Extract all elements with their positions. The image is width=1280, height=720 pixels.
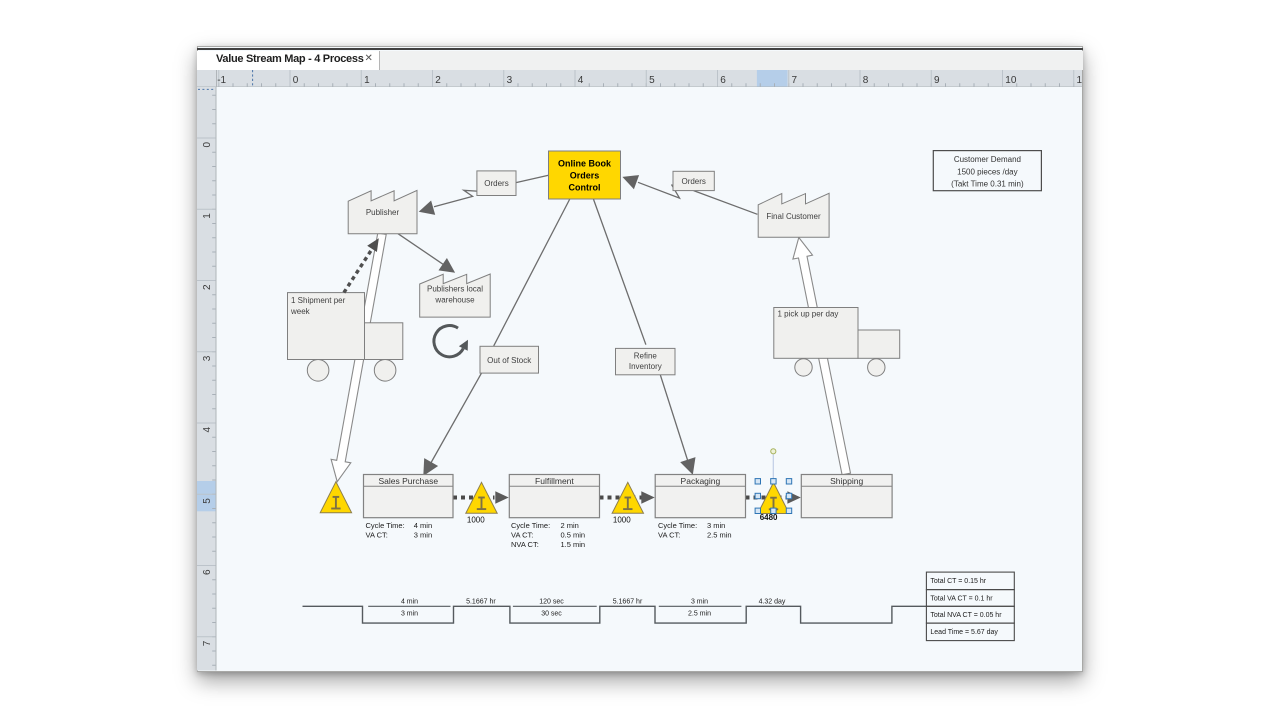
- svg-text:0: 0: [202, 142, 213, 148]
- svg-text:Orders: Orders: [681, 177, 705, 186]
- svg-text:4: 4: [578, 75, 584, 86]
- svg-text:Sales Purchase: Sales Purchase: [378, 476, 438, 486]
- svg-text:10: 10: [1005, 75, 1017, 86]
- svg-text:3: 3: [507, 75, 513, 86]
- svg-text:Total VA CT = 0.1 hr: Total VA CT = 0.1 hr: [930, 595, 993, 602]
- svg-text:4 min: 4 min: [413, 521, 431, 530]
- svg-text:4.32 day: 4.32 day: [758, 599, 785, 606]
- svg-text:5.1667 hr: 5.1667 hr: [466, 599, 496, 606]
- svg-text:Online Book: Online Book: [557, 159, 611, 169]
- svg-text:Cycle Time:: Cycle Time:: [365, 521, 404, 530]
- svg-text:0: 0: [293, 75, 299, 86]
- svg-text:2.5 min: 2.5 min: [707, 531, 732, 540]
- svg-text:Orders: Orders: [569, 171, 599, 181]
- svg-text:Customer Demand: Customer Demand: [953, 155, 1020, 164]
- svg-text:1 pick up per day: 1 pick up per day: [777, 310, 838, 319]
- svg-text:Shipping: Shipping: [830, 476, 863, 486]
- svg-text:1: 1: [364, 75, 370, 86]
- svg-text:Control: Control: [568, 183, 600, 193]
- svg-text:1000: 1000: [466, 516, 484, 525]
- svg-text:Total CT = 0.15 hr: Total CT = 0.15 hr: [930, 578, 986, 585]
- svg-text:30 sec: 30 sec: [541, 610, 562, 617]
- svg-text:VA CT:: VA CT:: [365, 531, 387, 540]
- svg-text:Packaging: Packaging: [680, 476, 720, 486]
- svg-text:Refine: Refine: [633, 352, 657, 361]
- svg-text:1.5 min: 1.5 min: [560, 540, 585, 549]
- svg-text:6: 6: [202, 569, 213, 575]
- svg-text:1000: 1000: [612, 516, 630, 525]
- svg-text:4: 4: [202, 427, 213, 433]
- svg-text:Publishers local: Publishers local: [426, 285, 482, 294]
- svg-text:Out of Stock: Out of Stock: [487, 356, 532, 365]
- svg-text:120 sec: 120 sec: [539, 599, 564, 606]
- svg-text:Publisher: Publisher: [365, 208, 399, 217]
- svg-text:0.5 min: 0.5 min: [560, 531, 585, 540]
- svg-text:7: 7: [202, 640, 213, 646]
- svg-text:warehouse: warehouse: [434, 296, 475, 305]
- svg-text:Final Customer: Final Customer: [766, 212, 821, 221]
- svg-text:Fulfillment: Fulfillment: [535, 476, 574, 486]
- svg-text:2 min: 2 min: [560, 521, 578, 530]
- svg-text:1500 pieces /day: 1500 pieces /day: [957, 168, 1018, 177]
- svg-text:Total NVA CT = 0.05 hr: Total NVA CT = 0.05 hr: [930, 612, 1002, 619]
- svg-text:NVA CT:: NVA CT:: [511, 540, 539, 549]
- svg-text:8: 8: [863, 75, 869, 86]
- svg-text:7: 7: [792, 75, 798, 86]
- svg-text:week: week: [290, 307, 311, 316]
- svg-text:5.1667 hr: 5.1667 hr: [612, 599, 642, 606]
- svg-text:2.5 min: 2.5 min: [688, 610, 711, 617]
- svg-text:Cycle Time:: Cycle Time:: [511, 521, 550, 530]
- svg-text:1 Shipment per: 1 Shipment per: [291, 296, 346, 305]
- svg-text:3 min: 3 min: [707, 521, 725, 530]
- svg-text:(Takt Time 0.31 min): (Takt Time 0.31 min): [951, 180, 1024, 189]
- svg-text:6480: 6480: [759, 513, 777, 522]
- svg-text:Inventory: Inventory: [628, 362, 661, 371]
- svg-text:4 min: 4 min: [400, 599, 417, 606]
- svg-text:11: 11: [1077, 75, 1083, 86]
- svg-text:Orders: Orders: [484, 179, 508, 188]
- svg-text:2: 2: [202, 284, 213, 290]
- svg-text:9: 9: [934, 75, 940, 86]
- svg-text:1: 1: [202, 213, 213, 219]
- svg-text:2: 2: [435, 75, 441, 86]
- svg-text:5: 5: [649, 75, 655, 86]
- svg-text:VA CT:: VA CT:: [658, 531, 680, 540]
- svg-text:3 min: 3 min: [400, 610, 417, 617]
- svg-text:Cycle Time:: Cycle Time:: [658, 521, 697, 530]
- svg-text:5: 5: [202, 498, 213, 504]
- svg-text:3 min: 3 min: [413, 531, 431, 540]
- svg-text:-1: -1: [217, 75, 226, 86]
- svg-text:3 min: 3 min: [690, 599, 707, 606]
- svg-text:3: 3: [202, 355, 213, 361]
- svg-text:VA CT:: VA CT:: [511, 531, 533, 540]
- svg-text:Lead Time = 5.67 day: Lead Time = 5.67 day: [930, 629, 998, 636]
- svg-text:6: 6: [720, 75, 726, 86]
